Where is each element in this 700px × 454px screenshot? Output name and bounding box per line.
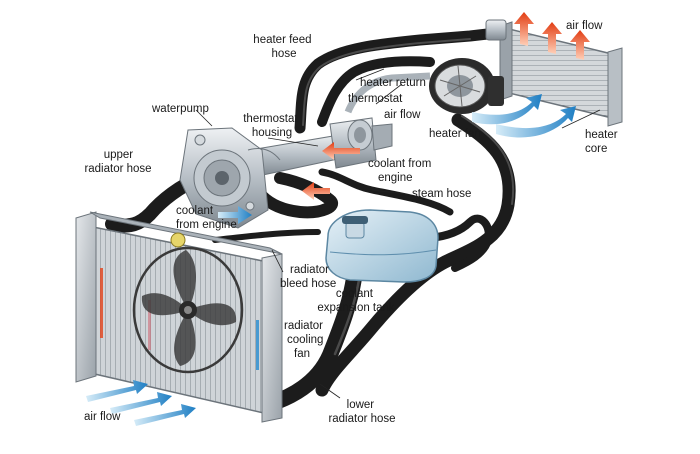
label-heater-fan: heater fan xyxy=(429,128,481,140)
label-coolant-expansion-tank: coolant expansion tank xyxy=(317,288,395,314)
heater-core xyxy=(485,19,623,127)
label-heater-feed-hose: heater feed hose xyxy=(253,34,314,60)
label-air-flow-mid: air flow xyxy=(384,109,421,121)
coolant-arrow-thermostat xyxy=(322,142,360,160)
label-thermostat: thermostat xyxy=(348,93,403,105)
radiator xyxy=(75,211,283,423)
heater-feed-hose xyxy=(294,26,511,134)
heater-return-hose xyxy=(317,56,435,127)
waterpump xyxy=(179,127,281,229)
coolant-arrow-engine-left xyxy=(218,206,252,224)
label-lower-radiator-hose: lower radiator hose xyxy=(328,399,395,425)
label-waterpump: waterpump xyxy=(151,103,209,115)
tank-overflow-hose xyxy=(426,214,493,272)
heater-return-pipe xyxy=(344,72,431,114)
heater-fan xyxy=(429,58,504,114)
label-upper-radiator-hose: upper radiator hose xyxy=(84,149,151,175)
heater-loop-hose xyxy=(315,113,516,397)
label-steam-hose: steam hose xyxy=(412,188,471,200)
air-flow-arrows-bottom xyxy=(86,380,196,426)
coolant-expansion-tank xyxy=(325,209,439,283)
label-coolant-from-engine-right: coolant from engine xyxy=(368,158,434,184)
label-air-flow-bottom: air flow xyxy=(84,411,121,423)
label-coolant-from-engine-left: coolant from engine xyxy=(176,205,237,231)
leader-lines xyxy=(195,68,601,399)
radiator-bleed-hose-path xyxy=(212,229,321,243)
label-heater-return: heater return xyxy=(360,77,426,89)
coolant-arrow-steam xyxy=(302,182,330,200)
hot-air-arrows xyxy=(514,12,590,60)
labels: heater feed hose air flow heater return … xyxy=(84,20,621,425)
label-radiator-cooling-fan: radiator cooling fan xyxy=(284,320,327,360)
lower-radiator-hose xyxy=(262,262,363,412)
label-air-flow-top: air flow xyxy=(566,20,603,32)
label-heater-core: heater core xyxy=(585,129,621,155)
radiator-cooling-fan xyxy=(132,246,244,374)
label-radiator-bleed-hose: radiator bleed hose xyxy=(280,264,336,290)
engine-outlet-hose xyxy=(256,172,338,219)
label-thermostat-housing: thermostat housing xyxy=(243,113,301,139)
cool-air-arrows-heater xyxy=(472,94,576,138)
